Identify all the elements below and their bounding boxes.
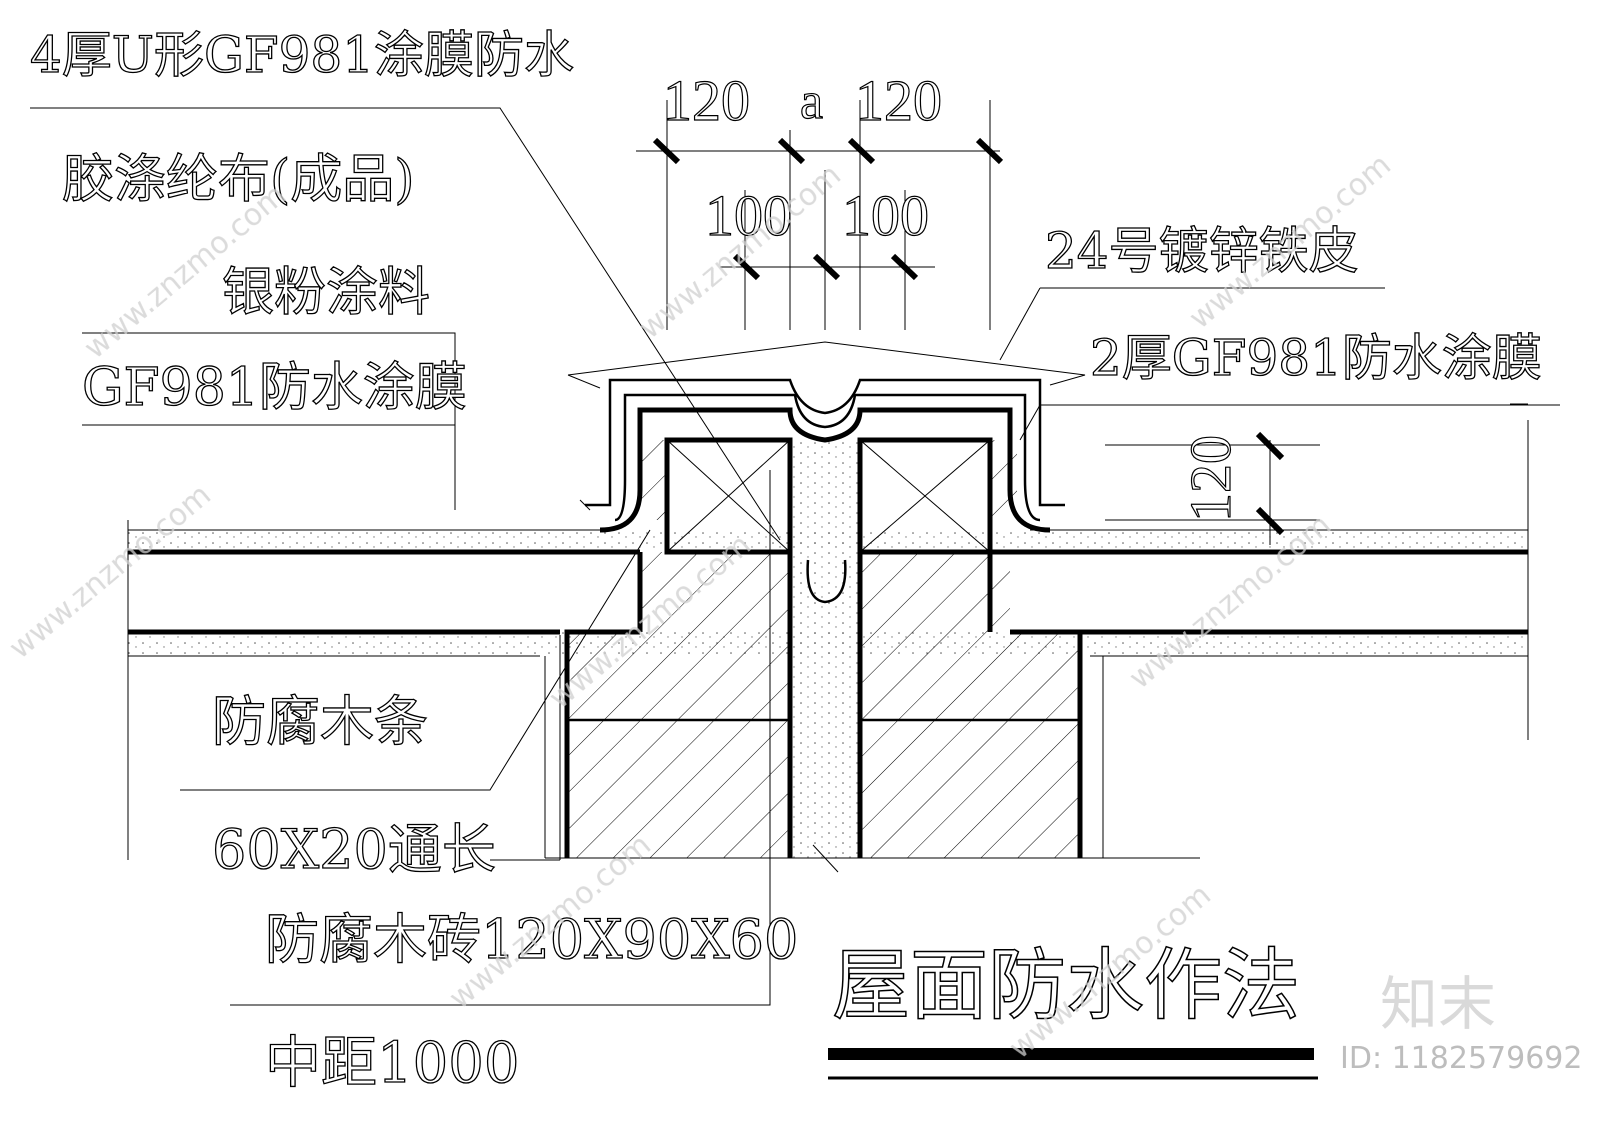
- label-silver-paint: 银粉涂料: [222, 263, 430, 323]
- left-wood-brick: [567, 632, 791, 858]
- dim-top-mid: a: [800, 73, 823, 130]
- label-gf981-2mm: 2厚GF981防水涂膜: [1090, 329, 1542, 387]
- dim-top-right: 120: [855, 68, 942, 133]
- membrane-and-flashing: [567, 341, 1086, 604]
- brand-logo-text: 知末: [1380, 970, 1496, 1038]
- dim-height: 120: [1178, 435, 1243, 522]
- drawing-title-block: 屋面防水作法: [828, 940, 1318, 1080]
- label-u-membrane: 4厚U形GF981涂膜防水: [30, 26, 574, 84]
- label-spacing: 中距1000: [265, 1031, 520, 1096]
- brand-mark: 知末 ID: 1182579692: [1340, 970, 1582, 1076]
- expansion-joint-curb: [544, 437, 1200, 873]
- annotation-labels: 4厚U形GF981涂膜防水 胶涤纶布(成品) 银粉涂料 GF981防水涂膜 24…: [29, 25, 1542, 1096]
- dim-mid-left: 100: [705, 183, 792, 248]
- right-wood-brick: [860, 632, 1080, 858]
- image-id: ID: 1182579692: [1340, 1041, 1582, 1076]
- dimension-lines: [636, 100, 1320, 545]
- label-galvanized-sheet: 24号镀锌铁皮: [1045, 222, 1359, 280]
- label-gf981-membrane: GF981防水涂膜: [82, 358, 467, 418]
- dimension-labels: 120 a 120 100 100 120: [662, 67, 1243, 522]
- dim-top-left: 120: [663, 68, 750, 133]
- label-wood-brick: 防腐木砖120X90X60: [265, 908, 798, 971]
- dim-mid-right: 100: [842, 183, 929, 248]
- label-strip-size: 60X20通长: [212, 818, 496, 881]
- label-wood-strip: 防腐木条: [212, 690, 428, 753]
- leader-lines: [30, 107, 1560, 1006]
- title-underline-thick: [828, 1048, 1314, 1060]
- drawing-title: 屋面防水作法: [832, 941, 1300, 1031]
- label-cloth: 胶涤纶布(成品): [62, 150, 415, 210]
